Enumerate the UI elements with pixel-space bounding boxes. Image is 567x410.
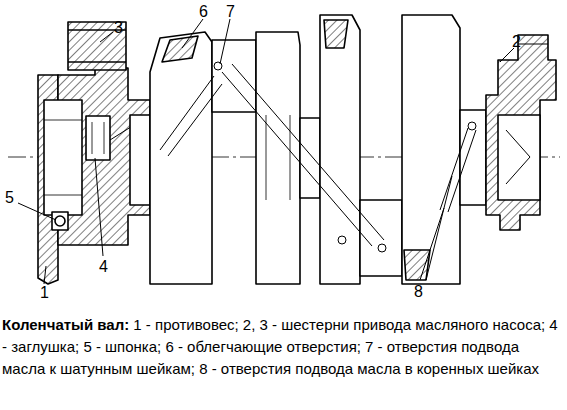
- leader-line: [100, 32, 113, 42]
- callout-number: 8: [414, 284, 423, 300]
- pump-drive-gear: [486, 35, 556, 230]
- pump-drive-gear: [506, 130, 530, 184]
- figure-title: Коленчатый вал:: [2, 316, 129, 333]
- oil-channel: [168, 84, 222, 156]
- oil-channel: [440, 122, 476, 212]
- lightening-hole: [324, 20, 348, 48]
- plug: [104, 122, 105, 154]
- main-journal: [460, 110, 486, 205]
- callout-number: 7: [226, 4, 235, 20]
- crankshaft-drawing: [266, 115, 267, 200]
- oil-channel: [222, 72, 372, 246]
- crank-web: [320, 15, 360, 284]
- key: [52, 212, 68, 230]
- callout-number: 6: [199, 4, 208, 20]
- flange-bore: [44, 100, 82, 215]
- plug: [86, 116, 110, 160]
- crankshaft-drawing: [44, 195, 82, 196]
- oil-channel: [160, 62, 386, 252]
- crankshaft-drawing: [290, 115, 291, 200]
- plug: [92, 122, 93, 154]
- oil-channel: [160, 76, 214, 150]
- oil-channel: [378, 244, 386, 252]
- key: [52, 212, 68, 230]
- oil-channel: [338, 236, 346, 244]
- callout-number: 2: [512, 34, 521, 50]
- callout-number: 3: [114, 20, 123, 36]
- oil-channel: [440, 128, 468, 210]
- leader-line: [18, 19, 514, 284]
- key: [55, 216, 65, 226]
- leader-line: [182, 19, 203, 48]
- crankshaft-drawing: [8, 15, 560, 284]
- leader-line: [95, 158, 103, 256]
- leader-line: [44, 266, 46, 284]
- oil-channel: [448, 130, 476, 212]
- crank-web: [256, 32, 300, 284]
- figure-caption: Коленчатый вал: 1 - противовес; 2, 3 - ш…: [2, 314, 562, 380]
- oil-channel: [232, 64, 384, 240]
- pump-drive-gear: [498, 115, 540, 200]
- callout-number: 5: [5, 190, 14, 206]
- main-journal: [300, 118, 320, 198]
- callout-number: 1: [40, 285, 49, 301]
- leader-line: [220, 19, 230, 64]
- pump-drive-gear: [518, 44, 548, 45]
- oil-channel: [214, 62, 222, 70]
- crank-web: [150, 32, 212, 284]
- leader-line: [420, 208, 444, 280]
- main-journal: [130, 115, 150, 205]
- crankpin: [212, 40, 256, 112]
- pump-drive-gear: [486, 35, 556, 230]
- lightening-hole: [162, 36, 198, 62]
- callout-number: 4: [99, 259, 108, 275]
- leader-line: [500, 48, 514, 62]
- crank-web: [402, 15, 460, 284]
- crankshaft-drawing: [44, 120, 82, 121]
- oil-channel: [468, 122, 476, 130]
- leader-line: [18, 203, 56, 220]
- leader-line: [426, 176, 452, 280]
- crankpin: [360, 200, 402, 276]
- lightening-hole: [404, 250, 430, 280]
- pump-drive-gear: [68, 61, 126, 63]
